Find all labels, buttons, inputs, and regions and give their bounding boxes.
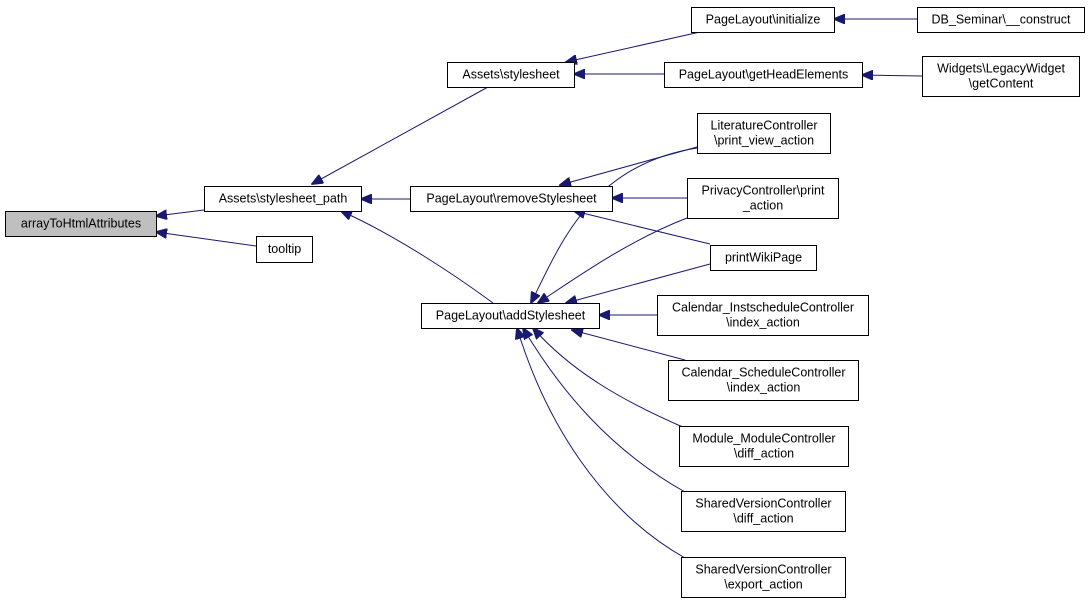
edge-line — [156, 232, 257, 247]
node-label: Calendar_ScheduleController — [682, 366, 846, 380]
node-label: arrayToHtmlAttributes — [21, 217, 141, 231]
edge-line — [312, 86, 489, 184]
node-label: LiteratureController — [711, 119, 818, 133]
edge-initialize-to-stylesheet — [566, 31, 701, 62]
edge-line — [341, 211, 494, 304]
node-label: \diff_action — [733, 512, 793, 526]
node-instschedule[interactable]: Calendar_InstscheduleController\index_ac… — [657, 295, 869, 336]
edge-printWiki-to-addStylesheet — [566, 263, 711, 303]
node-getContent[interactable]: Widgets\LegacyWidget\getContent — [922, 56, 1080, 97]
node-box — [697, 113, 831, 154]
node-box — [657, 295, 869, 336]
node-label: PrivacyController\print — [702, 184, 825, 198]
node-label: PageLayout\addStylesheet — [436, 309, 586, 323]
node-module[interactable]: Module_ModuleController\diff_action — [679, 426, 849, 467]
node-label: tooltip — [268, 242, 301, 256]
edge-stylesheet-to-stylesheet_path — [312, 86, 489, 184]
edge-sharedExport-to-addStylesheet — [517, 328, 686, 559]
edge-tooltip-to-arrayToHtmlAttributes — [156, 232, 257, 247]
edge-line — [572, 330, 686, 361]
node-box — [687, 178, 839, 219]
node-label: \index_action — [726, 316, 800, 330]
node-label: DB_Seminar\__construct — [932, 13, 1071, 27]
node-label: \diff_action — [734, 447, 794, 461]
node-schedule[interactable]: Calendar_ScheduleController\index_action — [668, 360, 859, 401]
edge-getContent-to-getHeadElements — [862, 75, 923, 76]
edge-line — [566, 31, 701, 62]
node-box — [664, 62, 863, 88]
node-privacy[interactable]: PrivacyController\print_action — [687, 178, 839, 219]
edge-addStylesheet-to-stylesheet_path — [341, 211, 494, 304]
node-box — [204, 186, 362, 212]
node-removeStylesheet[interactable]: PageLayout\removeStylesheet — [410, 186, 613, 212]
edge-literature-to-addStylesheet — [531, 147, 698, 303]
node-sharedExport[interactable]: SharedVersionController\export_action — [681, 557, 846, 598]
node-box — [668, 360, 859, 401]
edge-line — [517, 328, 686, 559]
edge-sharedDiff-to-addStylesheet — [523, 328, 686, 493]
edge-printWiki-to-removeStylesheet — [574, 211, 711, 245]
node-label: Assets\stylesheet — [462, 68, 560, 82]
node-box — [681, 557, 846, 598]
node-label: \getContent — [969, 77, 1034, 91]
node-printWiki[interactable]: printWikiPage — [710, 245, 817, 271]
edge-line — [533, 328, 686, 429]
node-construct[interactable]: DB_Seminar\__construct — [917, 7, 1085, 33]
node-sharedDiff[interactable]: SharedVersionController\diff_action — [681, 491, 846, 532]
node-label: Widgets\LegacyWidget — [937, 62, 1065, 76]
node-box — [410, 186, 613, 212]
node-label: Module_ModuleController — [692, 432, 835, 446]
node-box — [5, 211, 157, 237]
edge-privacy-to-addStylesheet — [538, 217, 688, 303]
node-stylesheet_path[interactable]: Assets\stylesheet_path — [204, 186, 362, 212]
node-addStylesheet[interactable]: PageLayout\addStylesheet — [421, 303, 600, 329]
edge-line — [574, 211, 711, 245]
edge-line — [156, 209, 205, 216]
edge-line — [862, 75, 923, 76]
node-box — [710, 245, 817, 271]
node-box — [917, 7, 1085, 33]
edge-module-to-addStylesheet — [533, 328, 686, 429]
edge-stylesheet_path-to-arrayToHtmlAttributes — [156, 209, 205, 216]
node-getHeadElements[interactable]: PageLayout\getHeadElements — [664, 62, 863, 88]
node-label: SharedVersionController — [695, 563, 831, 577]
node-box — [447, 62, 575, 88]
node-layer: arrayToHtmlAttributes Assets\stylesheet_p… — [5, 7, 1085, 598]
node-label: PageLayout\removeStylesheet — [426, 192, 597, 206]
node-box — [681, 491, 846, 532]
node-box — [421, 303, 600, 329]
node-box — [256, 236, 313, 263]
node-literature[interactable]: LiteratureController\print_view_action — [697, 113, 831, 154]
node-arrayToHtmlAttributes: arrayToHtmlAttributes — [5, 211, 157, 237]
edge-line — [531, 147, 698, 303]
node-stylesheet[interactable]: Assets\stylesheet — [447, 62, 575, 88]
edge-line — [566, 263, 711, 303]
node-label: \print_view_action — [714, 134, 814, 148]
node-initialize[interactable]: PageLayout\initialize — [691, 7, 835, 33]
node-label: printWikiPage — [725, 251, 802, 265]
node-label: Calendar_InstscheduleController — [672, 301, 854, 315]
node-label: \export_action — [724, 578, 803, 592]
edge-line — [523, 328, 686, 493]
node-label: \index_action — [727, 381, 801, 395]
edge-layer — [156, 19, 923, 559]
node-label: PageLayout\initialize — [706, 13, 821, 27]
node-box — [679, 426, 849, 467]
node-tooltip[interactable]: tooltip — [256, 236, 313, 263]
edge-line — [538, 217, 688, 303]
node-label: Assets\stylesheet_path — [219, 192, 348, 206]
node-label: _action — [742, 199, 783, 213]
node-label: PageLayout\getHeadElements — [679, 68, 849, 82]
node-label: SharedVersionController — [695, 497, 831, 511]
node-box — [691, 7, 835, 33]
node-box — [922, 56, 1080, 97]
edge-schedule-to-addStylesheet — [572, 330, 686, 361]
